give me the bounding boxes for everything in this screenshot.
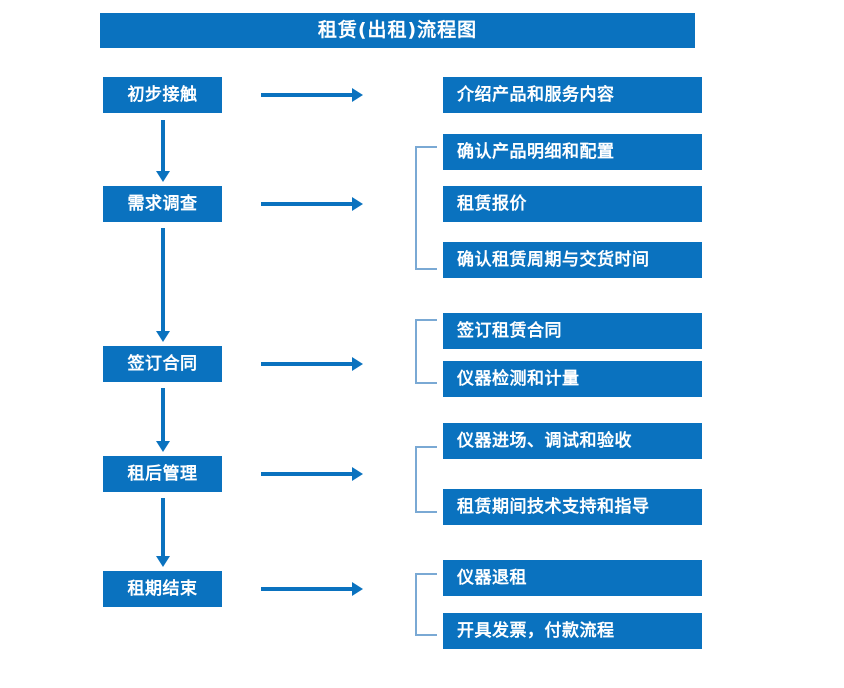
arrow-head <box>156 171 170 182</box>
stage-box-initial-contact[interactable]: 初步接触 <box>103 77 222 113</box>
arrow-shaft <box>261 362 353 366</box>
bracket-connector-icon-demand-survey <box>415 146 437 270</box>
detail-box-introduce-products[interactable]: 介绍产品和服务内容 <box>443 77 702 113</box>
detail-box-confirm-product-spec[interactable]: 确认产品明细和配置 <box>443 134 702 170</box>
arrow-shaft <box>261 472 353 476</box>
down-arrow-icon-initial-to-demand <box>156 120 170 182</box>
arrow-shaft <box>261 202 353 206</box>
detail-box-sign-lease-agreement[interactable]: 签订租赁合同 <box>443 313 702 349</box>
bracket-connector-icon-lease-end <box>415 573 437 636</box>
arrow-head <box>352 88 363 102</box>
bracket-connector-icon-sign-contract <box>415 319 437 384</box>
down-arrow-icon-postrental-to-leaseend <box>156 498 170 567</box>
page-title: 租赁(出租)流程图 <box>100 13 695 48</box>
arrow-head <box>352 582 363 596</box>
right-arrow-icon-initial-contact <box>261 88 363 102</box>
down-arrow-icon-contract-to-postrental <box>156 388 170 452</box>
arrow-shaft <box>261 587 353 591</box>
stage-box-lease-end[interactable]: 租期结束 <box>103 571 222 607</box>
detail-box-rental-quotation[interactable]: 租赁报价 <box>443 186 702 222</box>
detail-box-technical-support[interactable]: 租赁期间技术支持和指导 <box>443 489 702 525</box>
stage-box-sign-contract[interactable]: 签订合同 <box>103 346 222 382</box>
arrow-head <box>352 197 363 211</box>
bracket-connector-icon-post-rental-management <box>415 446 437 513</box>
arrow-shaft <box>161 120 165 172</box>
arrow-head <box>156 331 170 342</box>
detail-box-instrument-installation[interactable]: 仪器进场、调试和验收 <box>443 423 702 459</box>
right-arrow-icon-post-rental-management <box>261 467 363 481</box>
arrow-head <box>352 467 363 481</box>
detail-box-invoice-payment[interactable]: 开具发票，付款流程 <box>443 613 702 649</box>
arrow-shaft <box>161 498 165 557</box>
arrow-shaft <box>161 388 165 442</box>
detail-box-instrument-inspection[interactable]: 仪器检测和计量 <box>443 361 702 397</box>
detail-box-instrument-return[interactable]: 仪器退租 <box>443 560 702 596</box>
down-arrow-icon-demand-to-contract <box>156 228 170 342</box>
stage-box-demand-survey[interactable]: 需求调查 <box>103 186 222 222</box>
right-arrow-icon-demand-survey <box>261 197 363 211</box>
arrow-head <box>352 357 363 371</box>
arrow-shaft <box>161 228 165 332</box>
arrow-shaft <box>261 93 353 97</box>
stage-box-post-rental-management[interactable]: 租后管理 <box>103 456 222 492</box>
right-arrow-icon-sign-contract <box>261 357 363 371</box>
detail-box-confirm-lease-period[interactable]: 确认租赁周期与交货时间 <box>443 242 702 278</box>
arrow-head <box>156 441 170 452</box>
arrow-head <box>156 556 170 567</box>
right-arrow-icon-lease-end <box>261 582 363 596</box>
